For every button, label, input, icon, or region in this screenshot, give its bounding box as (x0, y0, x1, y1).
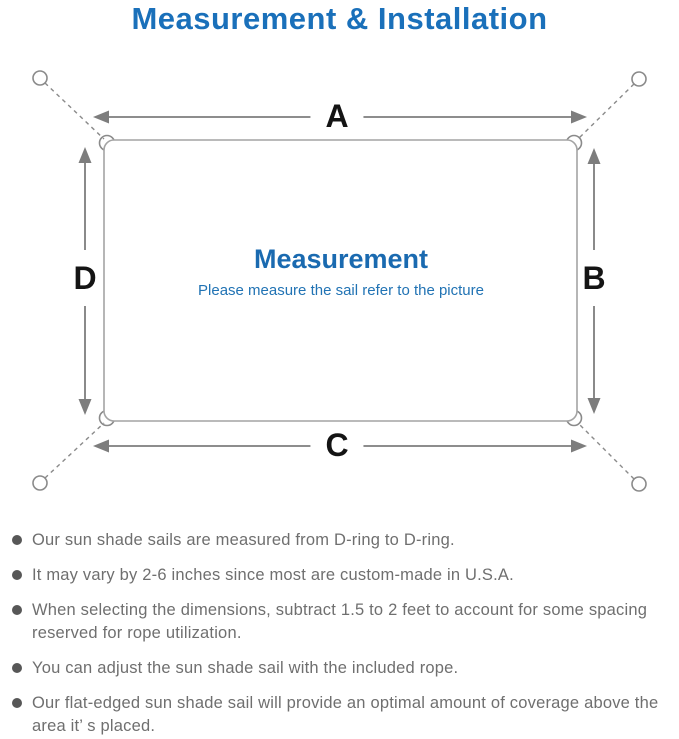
dimension-label-c: C (310, 427, 364, 463)
sail-outline (103, 139, 578, 422)
bullet-icon (12, 663, 22, 673)
instructions-list: Our sun shade sails are measured from D-… (12, 529, 672, 739)
dimension-label-b: B (578, 250, 610, 306)
arrowhead-d-bottom (78, 399, 92, 415)
arrowhead-a-right (571, 110, 587, 124)
arrowhead-c-left (93, 439, 109, 453)
list-item: When selecting the dimensions, subtract … (12, 599, 672, 645)
list-item-text: When selecting the dimensions, subtract … (32, 601, 648, 642)
list-item-text: Our flat-edged sun shade sail will provi… (32, 694, 659, 735)
list-item: Our sun shade sails are measured from D-… (12, 529, 672, 552)
rope-bottom-left (44, 422, 105, 479)
rope-bottom-right (577, 422, 635, 480)
dimension-label-d: D (69, 250, 101, 306)
dimension-label-a: A (310, 98, 364, 134)
anchor-point-top-left (32, 70, 48, 86)
measurement-note: Measurement Please measure the sail refe… (198, 244, 484, 299)
list-item-text: Our sun shade sails are measured from D-… (32, 531, 455, 549)
anchor-point-bottom-left (32, 475, 48, 491)
list-item-text: You can adjust the sun shade sail with t… (32, 659, 459, 677)
bullet-icon (12, 570, 22, 580)
arrowhead-b-bottom (587, 398, 601, 414)
page-title: Measurement & Installation (131, 1, 548, 36)
bullet-icon (12, 535, 22, 545)
rope-top-left (44, 82, 105, 140)
list-item: Our flat-edged sun shade sail will provi… (12, 692, 672, 738)
rope-top-right (577, 83, 635, 140)
arrowhead-c-right (571, 439, 587, 453)
arrowhead-b-top (587, 148, 601, 164)
measurement-subtitle: Please measure the sail refer to the pic… (198, 281, 484, 299)
anchor-point-bottom-right (631, 476, 647, 492)
arrowhead-a-left (93, 110, 109, 124)
measurement-heading: Measurement (253, 244, 429, 274)
list-item: It may vary by 2-6 inches since most are… (12, 564, 672, 587)
arrowhead-d-top (78, 147, 92, 163)
anchor-point-top-right (631, 71, 647, 87)
bullet-icon (12, 605, 22, 615)
list-item: You can adjust the sun shade sail with t… (12, 657, 672, 680)
bullet-icon (12, 698, 22, 708)
list-item-text: It may vary by 2-6 inches since most are… (32, 566, 514, 584)
